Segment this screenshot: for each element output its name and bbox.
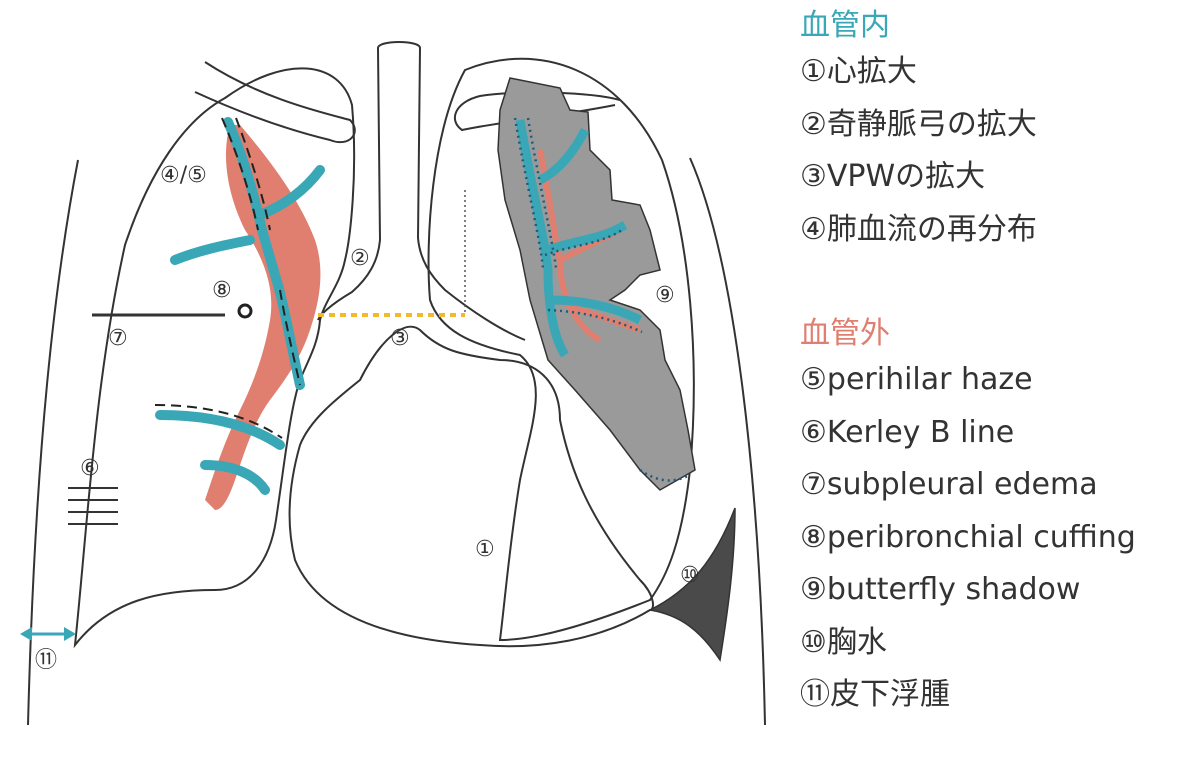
legend-item: ⑧peribronchial cuffing <box>800 519 1136 555</box>
legend-item: ②奇静脈弓の拡大 <box>800 106 1037 142</box>
marker-6: ⑥ <box>80 456 100 481</box>
marker-9: ⑨ <box>655 283 675 308</box>
legend-list-extravascular: ⑤perihilar haze ⑥Kerley B line ⑦subpleur… <box>800 354 1195 722</box>
peribronchial-cuffing-ring <box>237 303 253 319</box>
chest-xray-schematic: ① ② ③ ④/⑤ ⑥ ⑦ ⑧ ⑨ ⑩ ⑪ <box>20 41 766 726</box>
right-vessel-dashes <box>154 117 301 439</box>
marker-8: ⑧ <box>212 278 232 303</box>
marker-3: ③ <box>390 326 410 351</box>
marker-4-5: ④/⑤ <box>160 163 207 188</box>
legend-heading-extravascular: 血管外 <box>800 316 890 351</box>
legend-item: ⑨butterfly shadow <box>800 572 1081 607</box>
left-chest-wall-line <box>689 157 766 726</box>
left-blue-vessels <box>515 119 643 358</box>
legend-item: ⑪皮下浮腫 <box>800 677 950 712</box>
legend-heading-intravascular: 血管内 <box>800 8 890 43</box>
legend-item: ⑩胸水 <box>800 624 887 660</box>
marker-2: ② <box>350 246 370 271</box>
legend-panel: 血管内 ①心拡大 ②奇静脈弓の拡大 ③VPWの拡大 ④肺血流の再分布 血管外 ⑤… <box>800 6 1195 722</box>
right-red-haze <box>205 125 321 510</box>
legend-item: ④肺血流の再分布 <box>800 211 1037 247</box>
right-lung-outline <box>73 67 356 649</box>
left-lung-outline <box>427 57 695 642</box>
marker-11: ⑪ <box>35 648 57 673</box>
legend-list-intravascular: ①心拡大 ②奇静脈弓の拡大 ③VPWの拡大 ④肺血流の再分布 <box>800 46 1195 256</box>
marker-7: ⑦ <box>108 326 128 351</box>
legend-item: ⑦subpleural edema <box>800 467 1098 502</box>
arrow-head-left <box>20 627 32 641</box>
legend-item: ⑤perihilar haze <box>800 362 1033 397</box>
legend-item: ①心拡大 <box>800 54 917 89</box>
right-blue-vessels <box>155 117 325 495</box>
heart-silhouette <box>288 325 654 648</box>
arrow-head-right <box>64 627 76 641</box>
legend-item: ⑥Kerley B line <box>800 414 1015 450</box>
pleural-effusion <box>647 507 736 663</box>
kerley-b-lines <box>68 487 118 525</box>
trachea <box>317 41 526 341</box>
legend-item: ③VPWの拡大 <box>800 159 986 194</box>
marker-1: ① <box>475 537 495 562</box>
right-chest-wall-line <box>27 159 79 726</box>
marker-10: ⑩ <box>680 563 700 588</box>
